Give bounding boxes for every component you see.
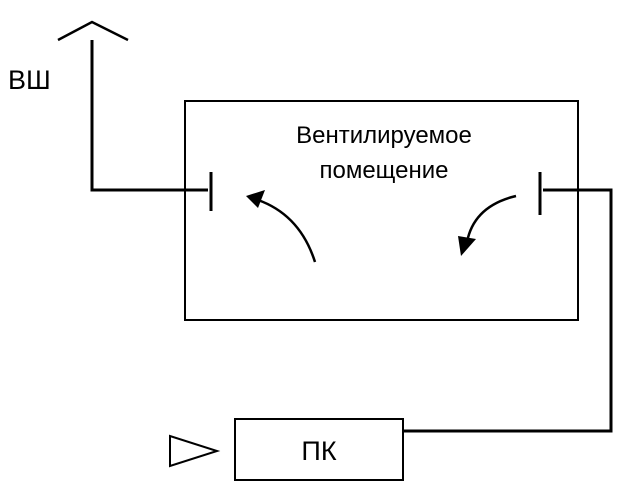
exhaust-shaft-label: ВШ: [8, 65, 51, 95]
airflow-arrow-supply: [465, 194, 517, 243]
ventilated-room: [184, 100, 579, 321]
exhaust-shaft-cap: [57, 20, 129, 42]
exhaust-duct: [90, 40, 208, 192]
supply-duct: [404, 188, 613, 433]
airflow-arrow-exhaust: [257, 198, 317, 263]
airflow-arrow-supply-head: [458, 236, 476, 256]
supply-unit-box: [234, 418, 404, 481]
room-label-line2: помещение: [319, 157, 448, 184]
room-label-line1: Вентилируемое: [296, 122, 472, 149]
airflow-arrow-exhaust-head: [246, 190, 265, 208]
supply-unit-label: ПК: [301, 436, 336, 466]
air-intake-arrow: [169, 434, 221, 468]
